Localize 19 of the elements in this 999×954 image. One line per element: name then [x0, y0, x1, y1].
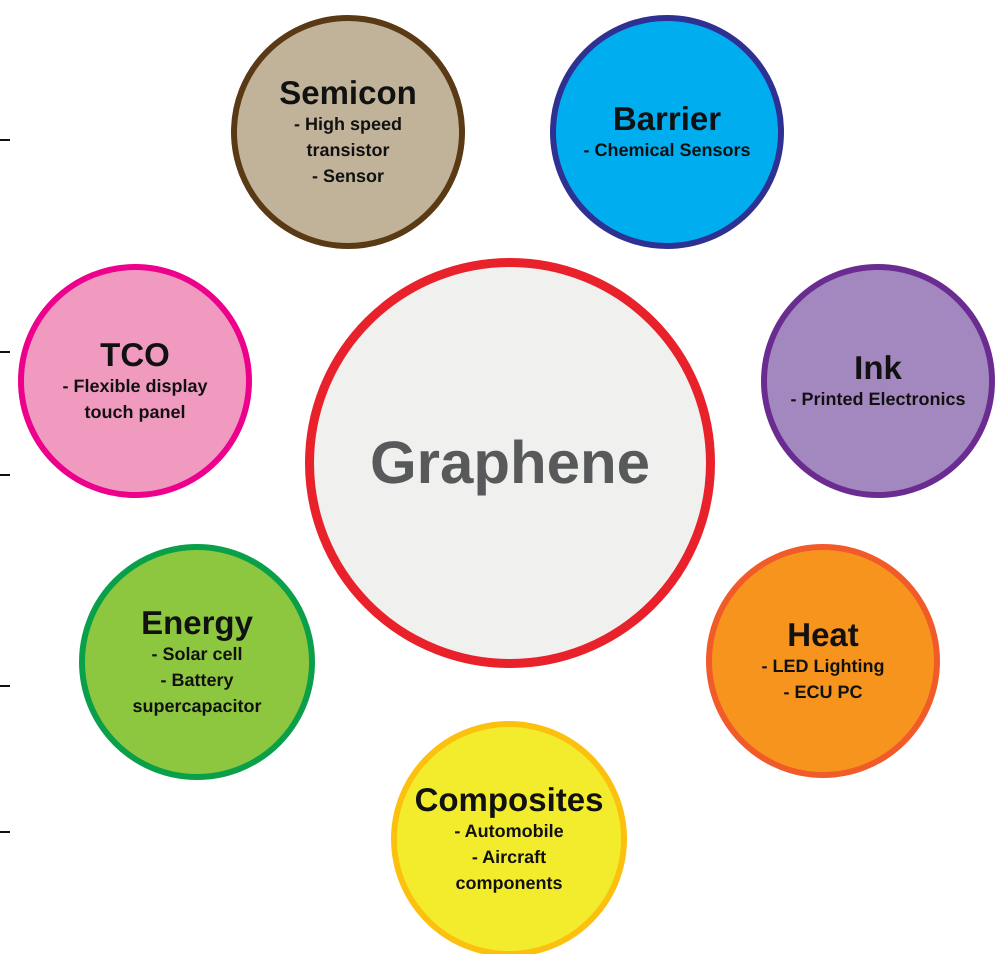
- circle-title: Ink: [854, 350, 902, 386]
- item-text: - Flexible display touch panel: [61, 375, 209, 424]
- item-text: - Aircraft components: [454, 846, 564, 896]
- item-text: - ECU PC: [783, 681, 862, 704]
- item-text: - Solar cell: [151, 643, 243, 666]
- item-text: - LED Lighting: [762, 655, 884, 678]
- item-text: - Sensor: [312, 165, 384, 188]
- circle-title: Composites: [414, 782, 604, 818]
- circle-title: Graphene: [370, 430, 650, 496]
- item-text: - Battery supercapacitor: [131, 669, 263, 718]
- item-text: - Automobile: [454, 820, 564, 843]
- circle-title: TCO: [100, 336, 170, 374]
- circle-title: Barrier: [612, 100, 722, 138]
- item-text: - Printed Electronics: [790, 388, 966, 412]
- item-text: - Chemical Sensors: [583, 139, 751, 162]
- circle-title: Energy: [141, 604, 253, 641]
- item-text: - High speed transistor: [292, 113, 403, 162]
- circle-title: Semicon: [279, 74, 417, 111]
- circle-title: Heat: [787, 616, 859, 654]
